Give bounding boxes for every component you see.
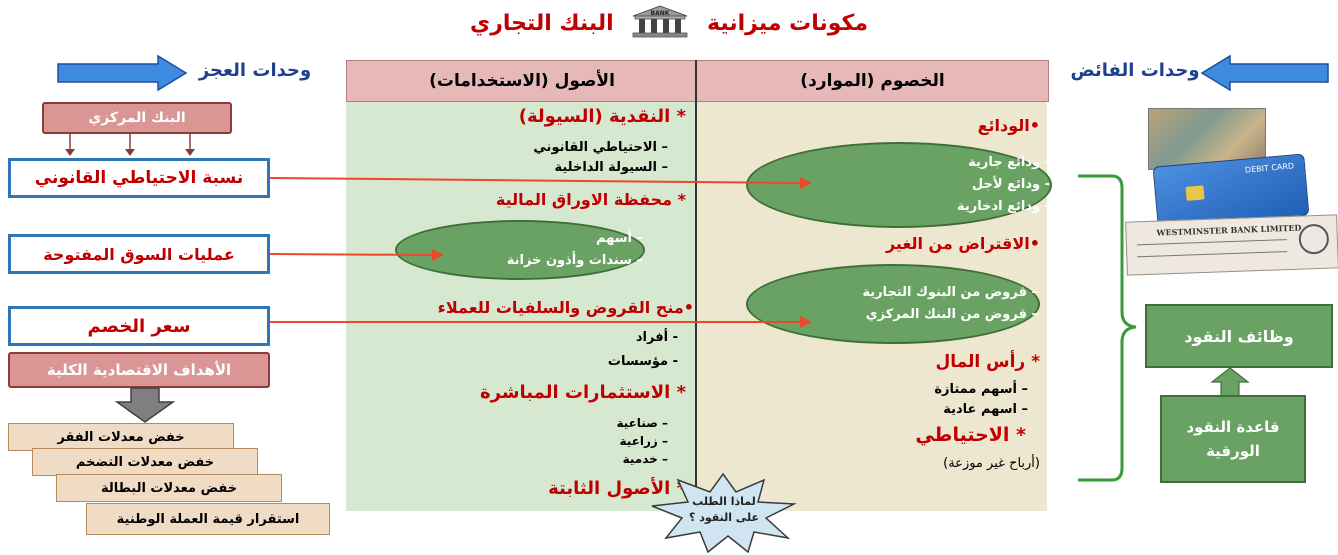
portfolio-item: – سندات وأذون خزانة bbox=[506, 253, 643, 268]
capital-item: – أسهم ممتازة bbox=[934, 382, 1028, 397]
deposits-heading: •الودائع bbox=[977, 116, 1040, 135]
cash-item: – السيولة الداخلية bbox=[554, 160, 668, 175]
goal-item-inflation: خفض معدلات التضخم bbox=[32, 448, 258, 476]
deposits-item: - ودائع ادخارية bbox=[956, 199, 1050, 214]
bank-building-icon: BANK bbox=[629, 4, 691, 44]
money-functions-box: وظائف النقود bbox=[1145, 304, 1333, 368]
assets-header: الأصول (الاستخدامات) bbox=[346, 60, 698, 102]
cheque-image: WESTMINSTER BANK LIMITED bbox=[1125, 214, 1338, 276]
burst-line: على النقود ؟ bbox=[688, 511, 760, 524]
portfolio-item: – أسهم bbox=[595, 231, 643, 246]
debit-card-text: DEBIT CARD bbox=[1244, 161, 1295, 175]
discount-rate-box: سعر الخصم bbox=[8, 306, 270, 346]
stamp-icon bbox=[1298, 223, 1330, 255]
up-arrow-icon bbox=[1210, 367, 1250, 397]
paper-money-base-label: قاعدة النقود الورقية bbox=[1186, 418, 1280, 460]
bank-icon-label: BANK bbox=[651, 10, 670, 17]
title-part-1: مكونات ميزانية bbox=[707, 11, 868, 36]
open-market-box: عمليات السوق المفتوحة bbox=[8, 234, 270, 274]
deficit-units-label: وحدات العجز bbox=[198, 60, 312, 81]
loans-heading: •منح القروض والسلفيات للعملاء bbox=[437, 298, 694, 317]
deposits-ellipse: - ودائع جارية - ودائع لأجل - ودائع ادخار… bbox=[746, 142, 1052, 228]
deposits-item: - ودائع لأجل bbox=[971, 177, 1050, 192]
loans-items: - أفراد - مؤسسات bbox=[346, 326, 678, 374]
cheque-bank-text: WESTMINSTER BANK LIMITED bbox=[1156, 222, 1302, 238]
borrowing-ellipse: – قروض من البنوك التجارية – قروض من البن… bbox=[746, 264, 1040, 344]
title-part-2: البنك التجاري bbox=[470, 11, 614, 36]
column-divider bbox=[695, 60, 697, 511]
central-bank-arrows bbox=[65, 134, 195, 156]
cash-item: – الاحتياطي القانوني bbox=[533, 140, 668, 155]
borrowing-heading: •الاقتراض من الغير bbox=[885, 234, 1040, 253]
loans-item: - مؤسسات bbox=[607, 354, 678, 369]
reserve-ratio-box: نسبة الاحتياطي القانوني bbox=[8, 158, 270, 198]
goal-item-poverty: خفض معدلات الفقر bbox=[8, 423, 234, 451]
reserve-note: (أرباح غير موزعة) bbox=[943, 456, 1040, 471]
investments-item: – زراعية bbox=[619, 434, 668, 448]
cash-items: – الاحتياطي القانوني – السيولة الداخلية bbox=[346, 138, 668, 178]
right-brace-icon bbox=[1078, 174, 1137, 482]
deposits-item: - ودائع جارية bbox=[968, 155, 1050, 170]
page-title: مكونات ميزانية BANK البنك التجاري bbox=[0, 4, 1338, 44]
capital-item: – اسهم عادية bbox=[943, 402, 1028, 417]
investments-item: – خدمية bbox=[622, 452, 668, 466]
burst-line: لماذا الطلب bbox=[692, 495, 756, 508]
cash-heading: * النقدية (السيولة) bbox=[518, 106, 686, 127]
goal-item-unemployment: خفض معدلات البطالة bbox=[56, 474, 282, 502]
paper-money-base-box: قاعدة النقود الورقية bbox=[1160, 395, 1306, 483]
investments-item: – صناعية bbox=[616, 416, 668, 430]
investments-items: – صناعية – زراعية – خدمية bbox=[346, 414, 668, 468]
borrowing-item: – قروض من البنك المركزي bbox=[865, 307, 1038, 322]
reserve-heading: * الاحتياطي bbox=[915, 424, 1026, 446]
card-chip-icon bbox=[1185, 185, 1205, 201]
surplus-arrow-icon bbox=[1200, 54, 1329, 92]
deficit-arrow-icon bbox=[57, 54, 188, 92]
macro-goals-down-arrow-icon bbox=[114, 387, 176, 423]
loans-item: - أفراد bbox=[635, 330, 678, 345]
macro-goals-box: الأهداف الاقتصادية الكلية bbox=[8, 352, 270, 388]
assets-column bbox=[346, 100, 696, 511]
borrowing-item: – قروض من البنوك التجارية bbox=[862, 285, 1038, 300]
capital-items: – أسهم ممتازة – اسهم عادية bbox=[700, 380, 1028, 420]
portfolio-ellipse: – أسهم – سندات وأذون خزانة bbox=[395, 220, 645, 280]
portfolio-heading: * محفظة الاوراق المالية bbox=[495, 190, 686, 209]
burst-text: لماذا الطلب على النقود ؟ bbox=[672, 494, 776, 526]
question-burst-icon bbox=[651, 472, 797, 554]
investments-heading: * الاستثمارات المباشرة bbox=[480, 382, 686, 403]
fixed-assets-heading: * الأصول الثابتة bbox=[548, 478, 686, 499]
goal-item-currency: استقرار قيمة العملة الوطنية bbox=[86, 503, 330, 535]
capital-heading: * رأس المال bbox=[935, 352, 1040, 372]
central-bank-box: البنك المركزي bbox=[42, 102, 232, 134]
surplus-units-label: وحدات الفائض bbox=[1070, 60, 1200, 81]
